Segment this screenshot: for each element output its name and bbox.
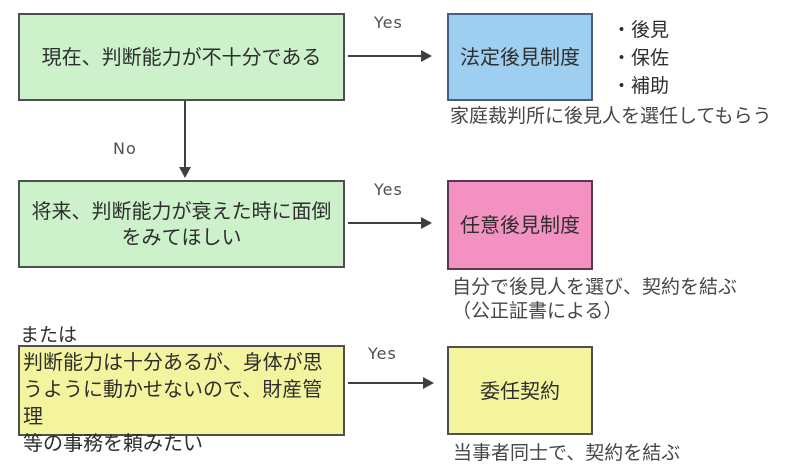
arrow-right-to-legal [348, 50, 432, 62]
condition-box-physical-limitation-line1: 判断能力は十分あるが、身体が思 [23, 350, 323, 374]
caption-voluntary-line1: 自分で後見人を選び、契約を結ぶ [452, 276, 738, 298]
or-label: または [20, 324, 78, 346]
caption-voluntary-line2: （公正証書による） [452, 300, 623, 322]
condition-box-current-incapacity: 現在、判断能力が不十分である [18, 13, 345, 101]
no-label: No [113, 139, 137, 158]
yes-label-1: Yes [374, 13, 403, 32]
arrow-right-to-mandate [348, 377, 434, 389]
bullet-hojo: ・補助 [612, 75, 670, 97]
legal-guardianship-types-list: ・後見 ・保佐 ・補助 [612, 16, 669, 100]
bullet-kouken: ・後見 [612, 19, 670, 41]
arrow-down-to-future [179, 101, 191, 178]
condition-box-physical-limitation-line3: 等の事務を頼みたい [23, 431, 203, 455]
condition-box-future-decline: 将来、判断能力が衰えた時に面倒 をみてほしい [18, 180, 345, 268]
caption-mandate-contract: 当事者同士で、契約を結ぶ [453, 442, 681, 464]
yes-label-2: Yes [374, 180, 403, 199]
result-box-mandate-contract-text: 委任契約 [480, 378, 560, 403]
arrow-right-to-voluntary [348, 217, 432, 229]
result-box-mandate-contract: 委任契約 [447, 346, 593, 435]
yes-label-3: Yes [368, 344, 397, 363]
caption-legal-guardianship: 家庭裁判所に後見人を選任してもらう [450, 105, 772, 127]
caption-voluntary-guardianship: 自分で後見人を選び、契約を結ぶ （公正証書による） [452, 275, 737, 323]
result-box-voluntary-guardianship: 任意後見制度 [447, 180, 593, 270]
condition-box-physical-limitation-line2: うように動かせないので、財産管理 [23, 377, 323, 428]
condition-box-future-decline-line2: をみてほしい [121, 225, 242, 249]
condition-box-future-decline-line1: 将来、判断能力が衰えた時に面倒 [31, 199, 332, 223]
result-box-legal-guardianship: 法定後見制度 [447, 13, 593, 101]
result-box-legal-guardianship-text: 法定後見制度 [460, 45, 580, 69]
bullet-hosa: ・保佐 [612, 47, 670, 69]
condition-box-current-incapacity-text: 現在、判断能力が不十分である [41, 45, 322, 69]
result-box-voluntary-guardianship-text: 任意後見制度 [460, 213, 580, 237]
condition-box-physical-limitation: 判断能力は十分あるが、身体が思 うように動かせないので、財産管理 等の事務を頼み… [18, 345, 345, 455]
